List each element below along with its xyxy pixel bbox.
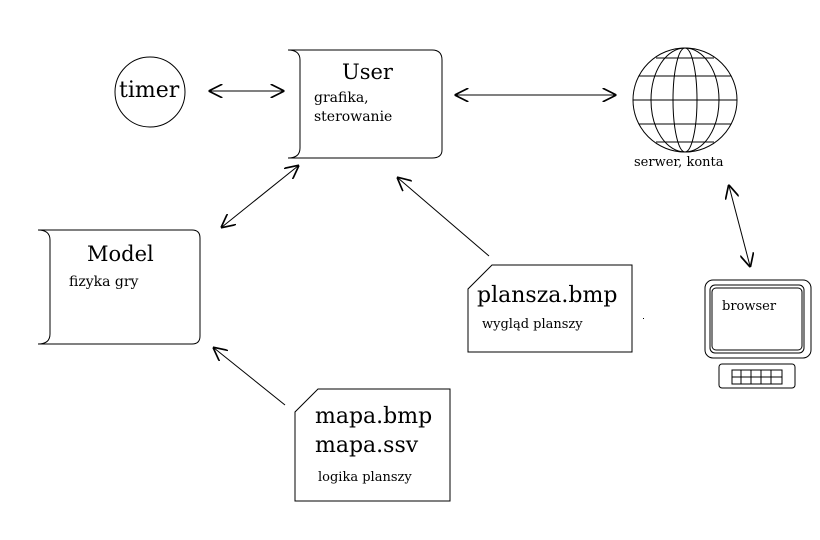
user-line2: sterowanie xyxy=(314,109,393,125)
stray-dot xyxy=(643,318,644,319)
model-title: Model xyxy=(87,242,154,266)
user-title: User xyxy=(342,60,393,84)
model-subtitle: fizyka gry xyxy=(69,274,139,290)
mapa-bmp-filename: mapa.bmp xyxy=(315,404,433,429)
user-node xyxy=(287,49,443,159)
plansza-filename: plansza.bmp xyxy=(477,283,618,308)
arrow-server-browser xyxy=(729,186,750,266)
arrow-plansza-user xyxy=(398,178,490,257)
plansza-file xyxy=(467,264,633,353)
arrow-mapa-model xyxy=(214,348,286,406)
arrow-model-user xyxy=(222,166,298,227)
user-line1: grafika, xyxy=(314,90,369,106)
mapa-description: logika planszy xyxy=(318,470,412,485)
server-label: serwer, konta xyxy=(634,155,724,170)
browser-label: browser xyxy=(722,299,777,314)
globe-icon xyxy=(632,47,738,153)
mapa-ssv-filename: mapa.ssv xyxy=(315,433,419,458)
plansza-description: wygląd planszy xyxy=(482,317,583,332)
timer-node xyxy=(114,56,186,128)
timer-label: timer xyxy=(119,78,180,103)
model-node xyxy=(37,229,201,345)
computer-icon xyxy=(704,279,812,389)
mapa-file xyxy=(294,388,451,502)
